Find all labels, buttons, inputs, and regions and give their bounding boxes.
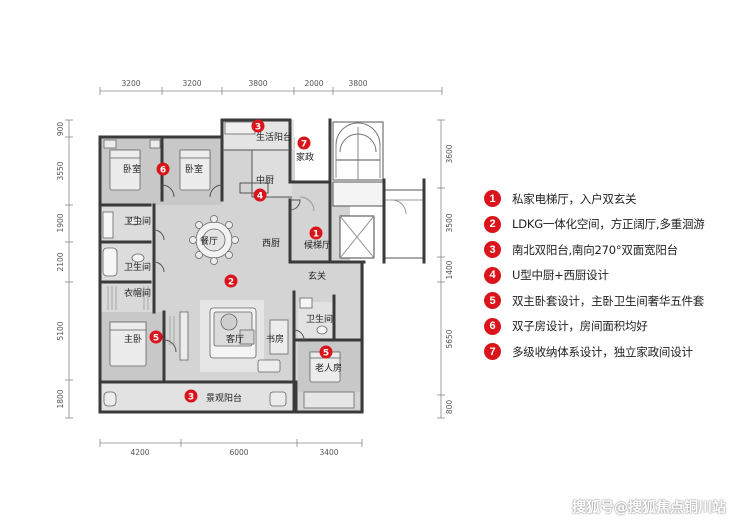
dim-right-2: 3500	[445, 213, 454, 232]
svg-text:6: 6	[160, 166, 166, 176]
legend-item-6: 6 双子房设计，房间面积均好	[484, 314, 734, 340]
legend-badge: 7	[484, 343, 501, 361]
marker-utility-3: 3	[251, 119, 265, 133]
feature-legend: 1 私家电梯厅，入户双玄关 2 LDKG一体化空间，方正阔厅,多重洄游 3 南北…	[484, 186, 734, 365]
legend-badge: 5	[484, 292, 501, 310]
watermark: 搜狐号@搜狐焦点铜川站	[572, 500, 726, 516]
dim-right-5: 800	[445, 400, 454, 415]
legend-badge: 2	[484, 215, 501, 233]
svg-text:3: 3	[188, 393, 194, 403]
room-utility-balcony: 生活阳台	[256, 131, 292, 143]
room-bedroom-a: 卧室	[123, 163, 141, 175]
legend-text: LDKG一体化空间，方正阔厅,多重洄游	[512, 217, 705, 232]
marker-master-5: 5	[149, 330, 163, 344]
dim-top-3: 3800	[248, 79, 267, 88]
svg-text:4: 4	[257, 192, 263, 202]
room-bathroom-c: 卫生间	[306, 313, 333, 325]
marker-housekeeping-7: 7	[297, 136, 311, 150]
dim-left-2: 3550	[56, 161, 65, 180]
walls	[98, 118, 426, 414]
room-western-kitchen: 西厨	[262, 238, 280, 249]
room-entrance: 玄关	[308, 270, 326, 282]
dim-top-2: 3200	[182, 79, 201, 88]
legend-item-7: 7 多级收纳体系设计，独立家政间设计	[484, 339, 734, 365]
stair-core	[299, 121, 425, 259]
marker-elevator-1: 1	[309, 226, 323, 240]
room-elevator-hall: 候梯厅	[304, 239, 331, 251]
dim-bottom-2: 6000	[229, 448, 248, 457]
legend-item-5: 5 双主卧套设计，主卧卫生间奢华五件套	[484, 288, 734, 314]
svg-text:5: 5	[323, 349, 329, 359]
marker-living-2: 2	[224, 274, 238, 288]
svg-text:1: 1	[313, 230, 319, 240]
legend-item-3: 3 南北双阳台,南向270°双面宽阳台	[484, 237, 734, 263]
legend-text: 南北双阳台,南向270°双面宽阳台	[512, 242, 678, 257]
dim-bottom-1: 4200	[130, 448, 149, 457]
marker-bedroom-6: 6	[156, 162, 170, 176]
room-bedroom-b: 卧室	[185, 163, 203, 175]
room-cloakroom: 衣帽间	[124, 287, 151, 299]
legend-item-4: 4 U型中厨+西厨设计	[484, 263, 734, 289]
legend-text: 私家电梯厅，入户双玄关	[512, 191, 637, 206]
room-labels: 卧室 卧室 生活阳台 家政 中厨 候梯厅 卫生间 餐厅 西厨 卫生间 玄关 衣帽…	[123, 131, 342, 404]
dimension-labels: 3200 3200 3800 2000 3800 4200 6000 3400 …	[56, 79, 454, 457]
dim-right-3: 1400	[445, 260, 454, 279]
svg-text:7: 7	[301, 140, 307, 150]
svg-text:3: 3	[255, 123, 261, 133]
dim-left-5: 5100	[56, 321, 65, 340]
legend-item-2: 2 LDKG一体化空间，方正阔厅,多重洄游	[484, 212, 734, 238]
room-bathroom-b: 卫生间	[124, 261, 151, 273]
dim-left-1: 900	[56, 122, 65, 137]
marker-kitchen-4: 4	[253, 188, 267, 202]
room-middle-kitchen: 中厨	[256, 174, 274, 186]
dim-top-5: 3800	[348, 79, 367, 88]
room-bathroom-a: 卫生间	[124, 215, 151, 227]
room-housekeeping: 家政	[296, 151, 314, 163]
room-dining: 餐厅	[200, 235, 218, 247]
dim-right-4: 5650	[445, 329, 454, 348]
legend-text: 双主卧套设计，主卧卫生间奢华五件套	[512, 293, 705, 308]
dim-top-4: 2000	[304, 79, 323, 88]
svg-text:5: 5	[153, 334, 159, 344]
room-elder-room: 老人房	[315, 362, 342, 374]
dim-left-3: 1900	[56, 213, 65, 232]
legend-badge: 3	[484, 241, 501, 259]
plan-markers: 6 3 7 4 1 2 5 5	[149, 119, 333, 403]
room-view-balcony: 景观阳台	[206, 392, 242, 404]
svg-text:2: 2	[228, 278, 234, 288]
wardrobe-hatch	[107, 286, 175, 345]
legend-badge: 6	[484, 317, 501, 335]
legend-item-1: 1 私家电梯厅，入户双玄关	[484, 186, 734, 212]
dimension-lines	[65, 87, 445, 447]
room-master-bedroom: 主卧	[124, 333, 142, 345]
dim-left-4: 2100	[56, 252, 65, 271]
legend-text: U型中厨+西厨设计	[512, 268, 609, 283]
room-study: 书房	[266, 333, 284, 345]
marker-balcony-3: 3	[184, 389, 198, 403]
legend-text: 多级收纳体系设计，独立家政间设计	[512, 344, 693, 359]
dim-bottom-3: 3400	[319, 448, 338, 457]
legend-text: 双子房设计，房间面积均好	[512, 319, 648, 334]
marker-elder-5: 5	[319, 345, 333, 359]
room-living-room: 客厅	[226, 333, 244, 345]
dim-left-6: 1800	[56, 389, 65, 408]
dim-right-1: 3600	[445, 144, 454, 163]
dim-top-1: 3200	[121, 79, 140, 88]
legend-badge: 4	[484, 266, 501, 284]
legend-badge: 1	[484, 190, 501, 208]
